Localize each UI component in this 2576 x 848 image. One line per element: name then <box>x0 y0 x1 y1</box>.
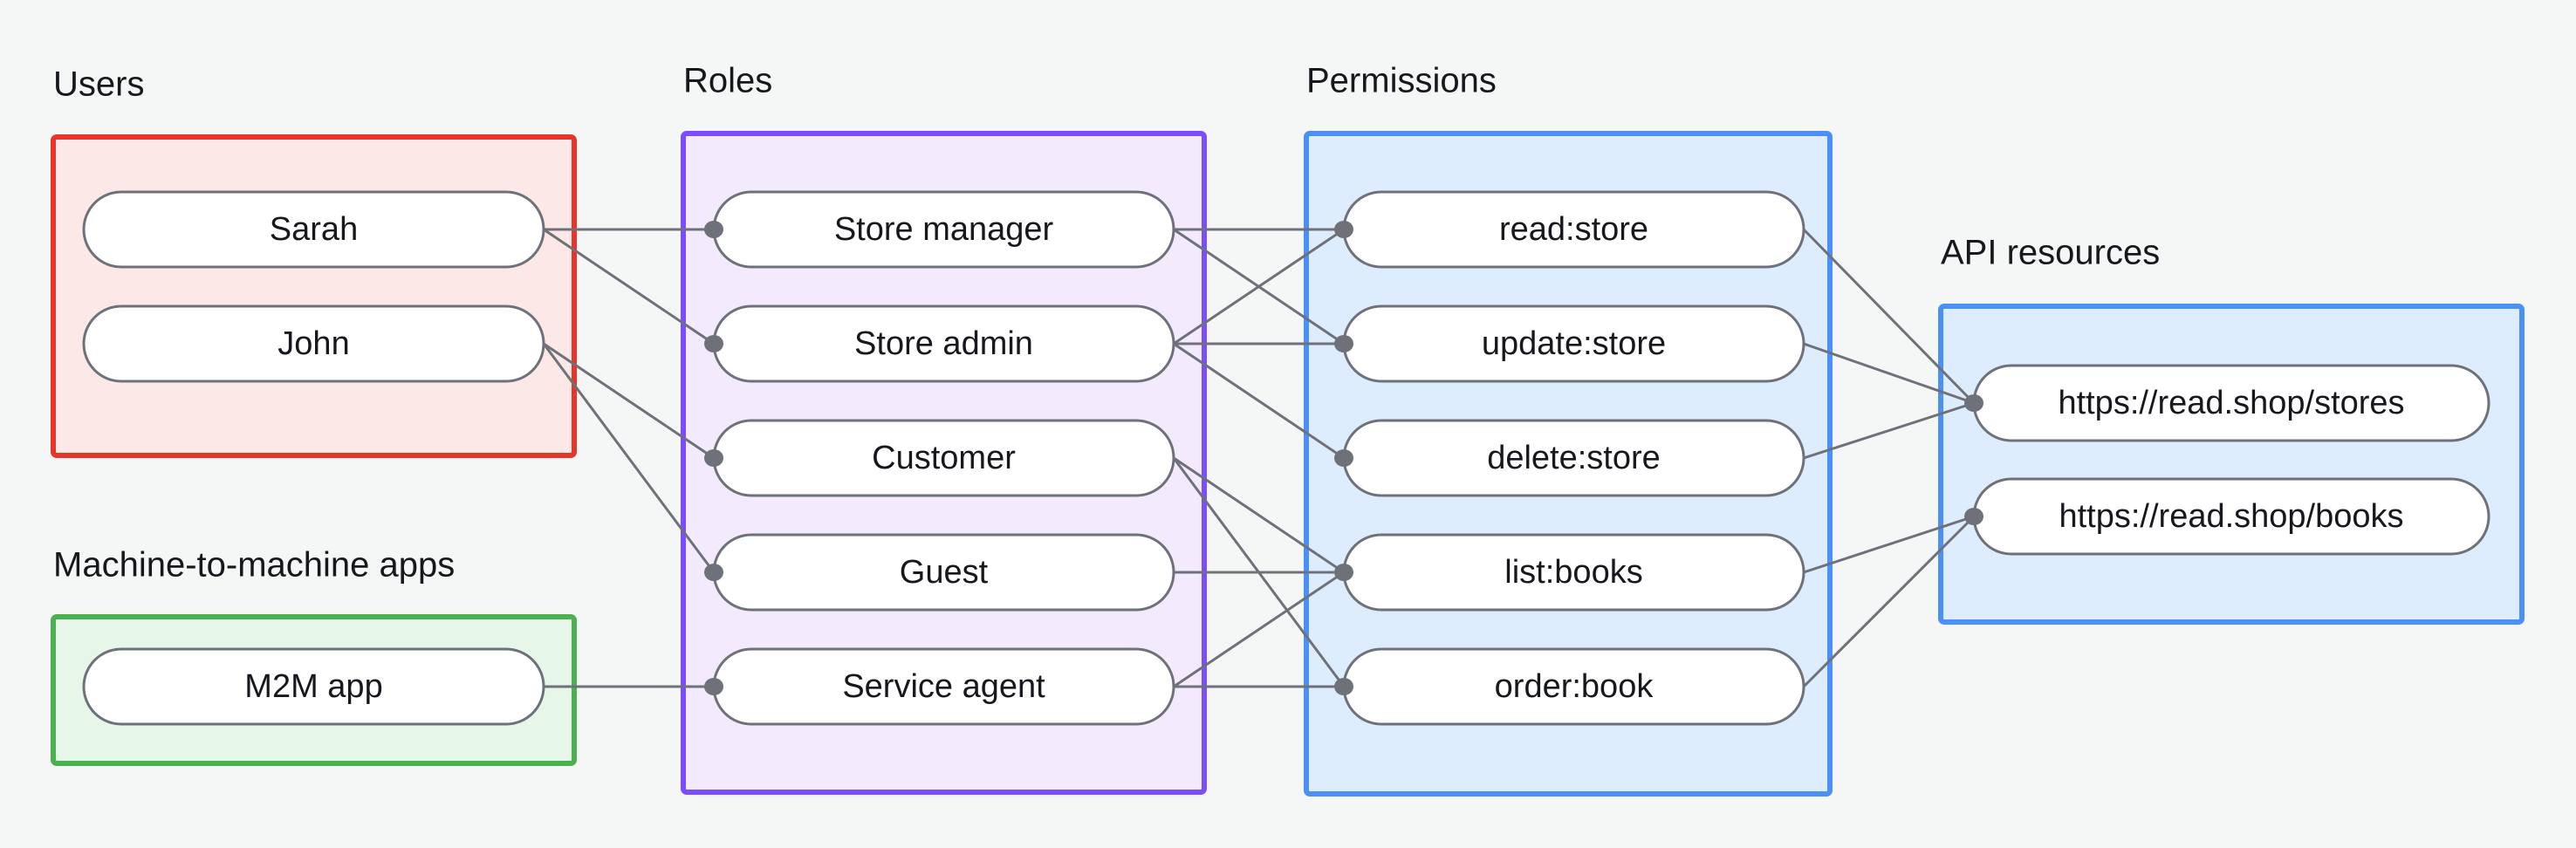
edge-delete-store-res-stores <box>1803 401 1975 460</box>
node-label-guest: Guest <box>900 554 989 591</box>
edge-port-order-book <box>1334 678 1353 695</box>
node-john[interactable] <box>82 304 545 383</box>
group-label-users: Users <box>53 65 144 104</box>
edge-service-agent-list-books <box>1173 571 1345 688</box>
group-label-roles: Roles <box>683 62 772 100</box>
node-label-list-books: list:books <box>1504 554 1642 591</box>
edge-port-res-books <box>1964 508 1983 525</box>
edge-sarah-store-admin <box>543 228 715 345</box>
edge-john-customer <box>543 342 715 460</box>
node-label-res-books: https://read.shop/books <box>2059 498 2403 535</box>
node-label-john: John <box>277 325 349 362</box>
node-label-m2m-app: M2M app <box>244 668 382 705</box>
node-label-order-book: order:book <box>1495 668 1655 705</box>
node-label-customer: Customer <box>872 440 1016 476</box>
node-sarah[interactable] <box>82 190 545 269</box>
edge-store-admin-read-store <box>1173 228 1345 345</box>
edge-store-admin-delete-store <box>1173 342 1345 460</box>
edge-john-guest <box>542 343 716 573</box>
edge-list-books-res-books <box>1803 515 1975 574</box>
group-label-api-resources: API resources <box>1941 234 2160 272</box>
edge-read-store-res-stores <box>1802 228 1976 405</box>
node-label-delete-store: delete:store <box>1487 440 1661 476</box>
edges-layer <box>542 228 1976 688</box>
node-label-res-stores: https://read.shop/stores <box>2058 385 2404 421</box>
edge-port-update-store <box>1334 335 1353 352</box>
group-box-users <box>51 134 577 458</box>
edge-port-guest <box>704 564 723 581</box>
edge-port-customer <box>704 449 723 467</box>
edge-port-delete-store <box>1334 449 1353 467</box>
group-label-m2m: Machine-to-machine apps <box>53 546 455 585</box>
edge-ports-layer <box>704 221 1983 695</box>
edge-port-store-admin <box>704 335 723 352</box>
node-label-store-manager: Store manager <box>834 211 1054 248</box>
edge-port-res-stores <box>1964 394 1983 412</box>
edge-port-service-agent <box>704 678 723 695</box>
node-m2m-app[interactable] <box>82 647 545 726</box>
edge-order-book-res-books <box>1802 515 1976 688</box>
edge-update-store-res-stores <box>1803 342 1975 405</box>
node-label-service-agent: Service agent <box>842 668 1045 705</box>
edge-customer-list-books <box>1173 456 1345 574</box>
node-label-sarah: Sarah <box>270 211 358 248</box>
edge-port-read-store <box>1334 221 1353 238</box>
node-label-update-store: update:store <box>1482 325 1666 362</box>
group-label-permissions: Permissions <box>1306 62 1497 100</box>
node-label-read-store: read:store <box>1499 211 1648 248</box>
group-box-api-resources <box>1938 304 2525 625</box>
edge-port-store-manager <box>704 221 723 238</box>
edge-port-list-books <box>1334 564 1353 581</box>
node-label-store-admin: Store admin <box>854 325 1033 362</box>
